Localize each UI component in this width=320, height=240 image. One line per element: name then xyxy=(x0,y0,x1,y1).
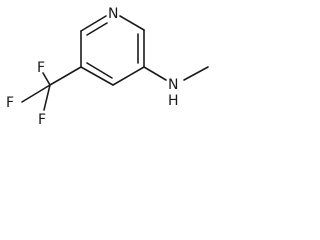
bond-c4-c5-inner xyxy=(86,62,113,79)
bond-c3-nh xyxy=(143,66,167,81)
bond-cf3-ftop xyxy=(42,72,51,86)
bond-c6-n1 xyxy=(80,15,107,32)
atom-label-fluorine-left: F xyxy=(6,95,14,111)
bond-cf3-fbottom xyxy=(43,84,51,111)
pyridine-ring xyxy=(80,15,145,86)
atom-label-fluorine-bottom: F xyxy=(38,112,46,128)
bond-n1-c2 xyxy=(119,15,145,31)
bond-cf3-fleft xyxy=(21,84,51,103)
substituents xyxy=(21,66,209,111)
atom-label-amine-hydrogen: H xyxy=(168,93,179,109)
bond-nh-methyl xyxy=(183,66,209,81)
bond-c6-n1-inner xyxy=(86,22,108,36)
atom-label-amine-nitrogen: N xyxy=(168,77,178,93)
chemical-structure-diagram: N N H F F F xyxy=(6,6,209,128)
bond-c5-cf3 xyxy=(49,66,82,86)
atom-label-fluorine-top: F xyxy=(37,60,45,76)
bond-c4-c5 xyxy=(80,66,114,86)
bond-c3-c4 xyxy=(112,66,145,86)
atom-label-ring-nitrogen: N xyxy=(108,6,118,22)
